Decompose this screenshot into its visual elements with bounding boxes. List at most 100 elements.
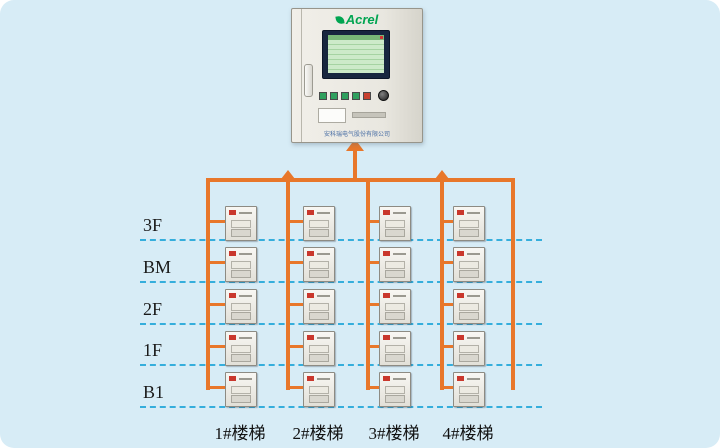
device-label-line: [239, 295, 252, 297]
acrel-logo: Acrel: [292, 12, 422, 27]
device-alarm-mark: [383, 335, 390, 340]
device-label-line: [467, 337, 480, 339]
branch-line: [369, 261, 381, 264]
branch-line: [443, 220, 455, 223]
device-terminal-strip: [459, 229, 479, 237]
floor-divider: [140, 281, 542, 283]
device-module: [453, 206, 485, 241]
branch-line: [289, 345, 305, 348]
device-module: [379, 289, 411, 324]
device-module: [453, 247, 485, 282]
device-alarm-mark: [383, 251, 390, 256]
device-display: [385, 386, 405, 394]
device-alarm-mark: [383, 376, 390, 381]
device-display: [459, 345, 479, 353]
device-alarm-mark: [229, 293, 236, 298]
staircase-label: 1#楼梯: [214, 424, 266, 443]
device-label-line: [393, 253, 406, 255]
cabinet-footer-text: 安科瑞电气股份有限公司: [323, 132, 390, 138]
device-module: [303, 247, 335, 282]
device-alarm-mark: [229, 376, 236, 381]
device-alarm-mark: [457, 335, 464, 340]
device-label-line: [393, 378, 406, 380]
trunk-line: [366, 178, 370, 390]
device-module: [303, 289, 335, 324]
vent-slot: [352, 112, 386, 118]
device-display: [309, 220, 329, 228]
floor-label: 1F: [143, 340, 163, 360]
branch-line: [289, 261, 305, 264]
trunk-line: [206, 178, 210, 390]
floor-divider: [140, 239, 542, 241]
floor-divider: [140, 323, 542, 325]
trunk-line: [511, 178, 515, 390]
device-module: [225, 206, 257, 241]
cabinet-pushbutton: [330, 91, 338, 100]
floor-label: 3F: [143, 215, 163, 235]
device-module: [225, 372, 257, 407]
device-terminal-strip: [231, 354, 251, 362]
device-display: [231, 303, 251, 311]
device-display: [459, 303, 479, 311]
device-label-line: [317, 212, 330, 214]
device-display: [385, 303, 405, 311]
branch-line: [289, 386, 305, 389]
device-terminal-strip: [309, 229, 329, 237]
cabinet-button-row: [319, 90, 389, 101]
device-terminal-strip: [231, 229, 251, 237]
device-terminal-strip: [309, 395, 329, 403]
device-label-line: [239, 337, 252, 339]
trunk-line: [286, 178, 290, 390]
device-terminal-strip: [385, 395, 405, 403]
branch-line: [443, 345, 455, 348]
device-module: [379, 206, 411, 241]
branch-line: [209, 220, 227, 223]
cabinet-display-frame: [322, 30, 390, 79]
floor-label: BM: [143, 257, 172, 277]
device-alarm-mark: [457, 210, 464, 215]
device-alarm-mark: [383, 210, 390, 215]
device-terminal-strip: [309, 312, 329, 320]
device-label-line: [317, 295, 330, 297]
device-display: [231, 386, 251, 394]
cabinet-knob: [378, 90, 389, 101]
device-alarm-mark: [457, 376, 464, 381]
device-terminal-strip: [459, 395, 479, 403]
brand-text: Acrel: [345, 12, 379, 27]
device-alarm-mark: [307, 376, 314, 381]
branch-line: [209, 386, 227, 389]
device-display: [309, 345, 329, 353]
device-terminal-strip: [231, 395, 251, 403]
device-terminal-strip: [459, 312, 479, 320]
device-display: [309, 386, 329, 394]
lcd-screen: [328, 35, 384, 73]
device-display: [459, 220, 479, 228]
cabinet-pushbutton: [319, 91, 327, 100]
device-label-line: [393, 337, 406, 339]
branch-line: [289, 303, 305, 306]
device-module: [303, 331, 335, 366]
device-alarm-mark: [229, 251, 236, 256]
floor-divider: [140, 406, 542, 408]
branch-line: [369, 345, 381, 348]
device-alarm-mark: [307, 335, 314, 340]
device-alarm-mark: [383, 293, 390, 298]
branch-line: [289, 220, 305, 223]
monitoring-cabinet: Acrel 安科瑞电气股份有限公司: [291, 8, 423, 143]
floor-divider: [140, 364, 542, 366]
branch-line: [369, 386, 381, 389]
device-label-line: [467, 212, 480, 214]
device-terminal-strip: [231, 270, 251, 278]
indicator-tube: [304, 64, 313, 97]
cabinet-pushbutton: [352, 91, 360, 100]
device-alarm-mark: [457, 293, 464, 298]
device-display: [231, 345, 251, 353]
device-terminal-strip: [309, 270, 329, 278]
printer-slip: [318, 108, 346, 123]
floor-label: B1: [143, 382, 165, 402]
device-module: [379, 372, 411, 407]
bus-line: [206, 178, 515, 182]
device-module: [379, 331, 411, 366]
device-label-line: [239, 253, 252, 255]
